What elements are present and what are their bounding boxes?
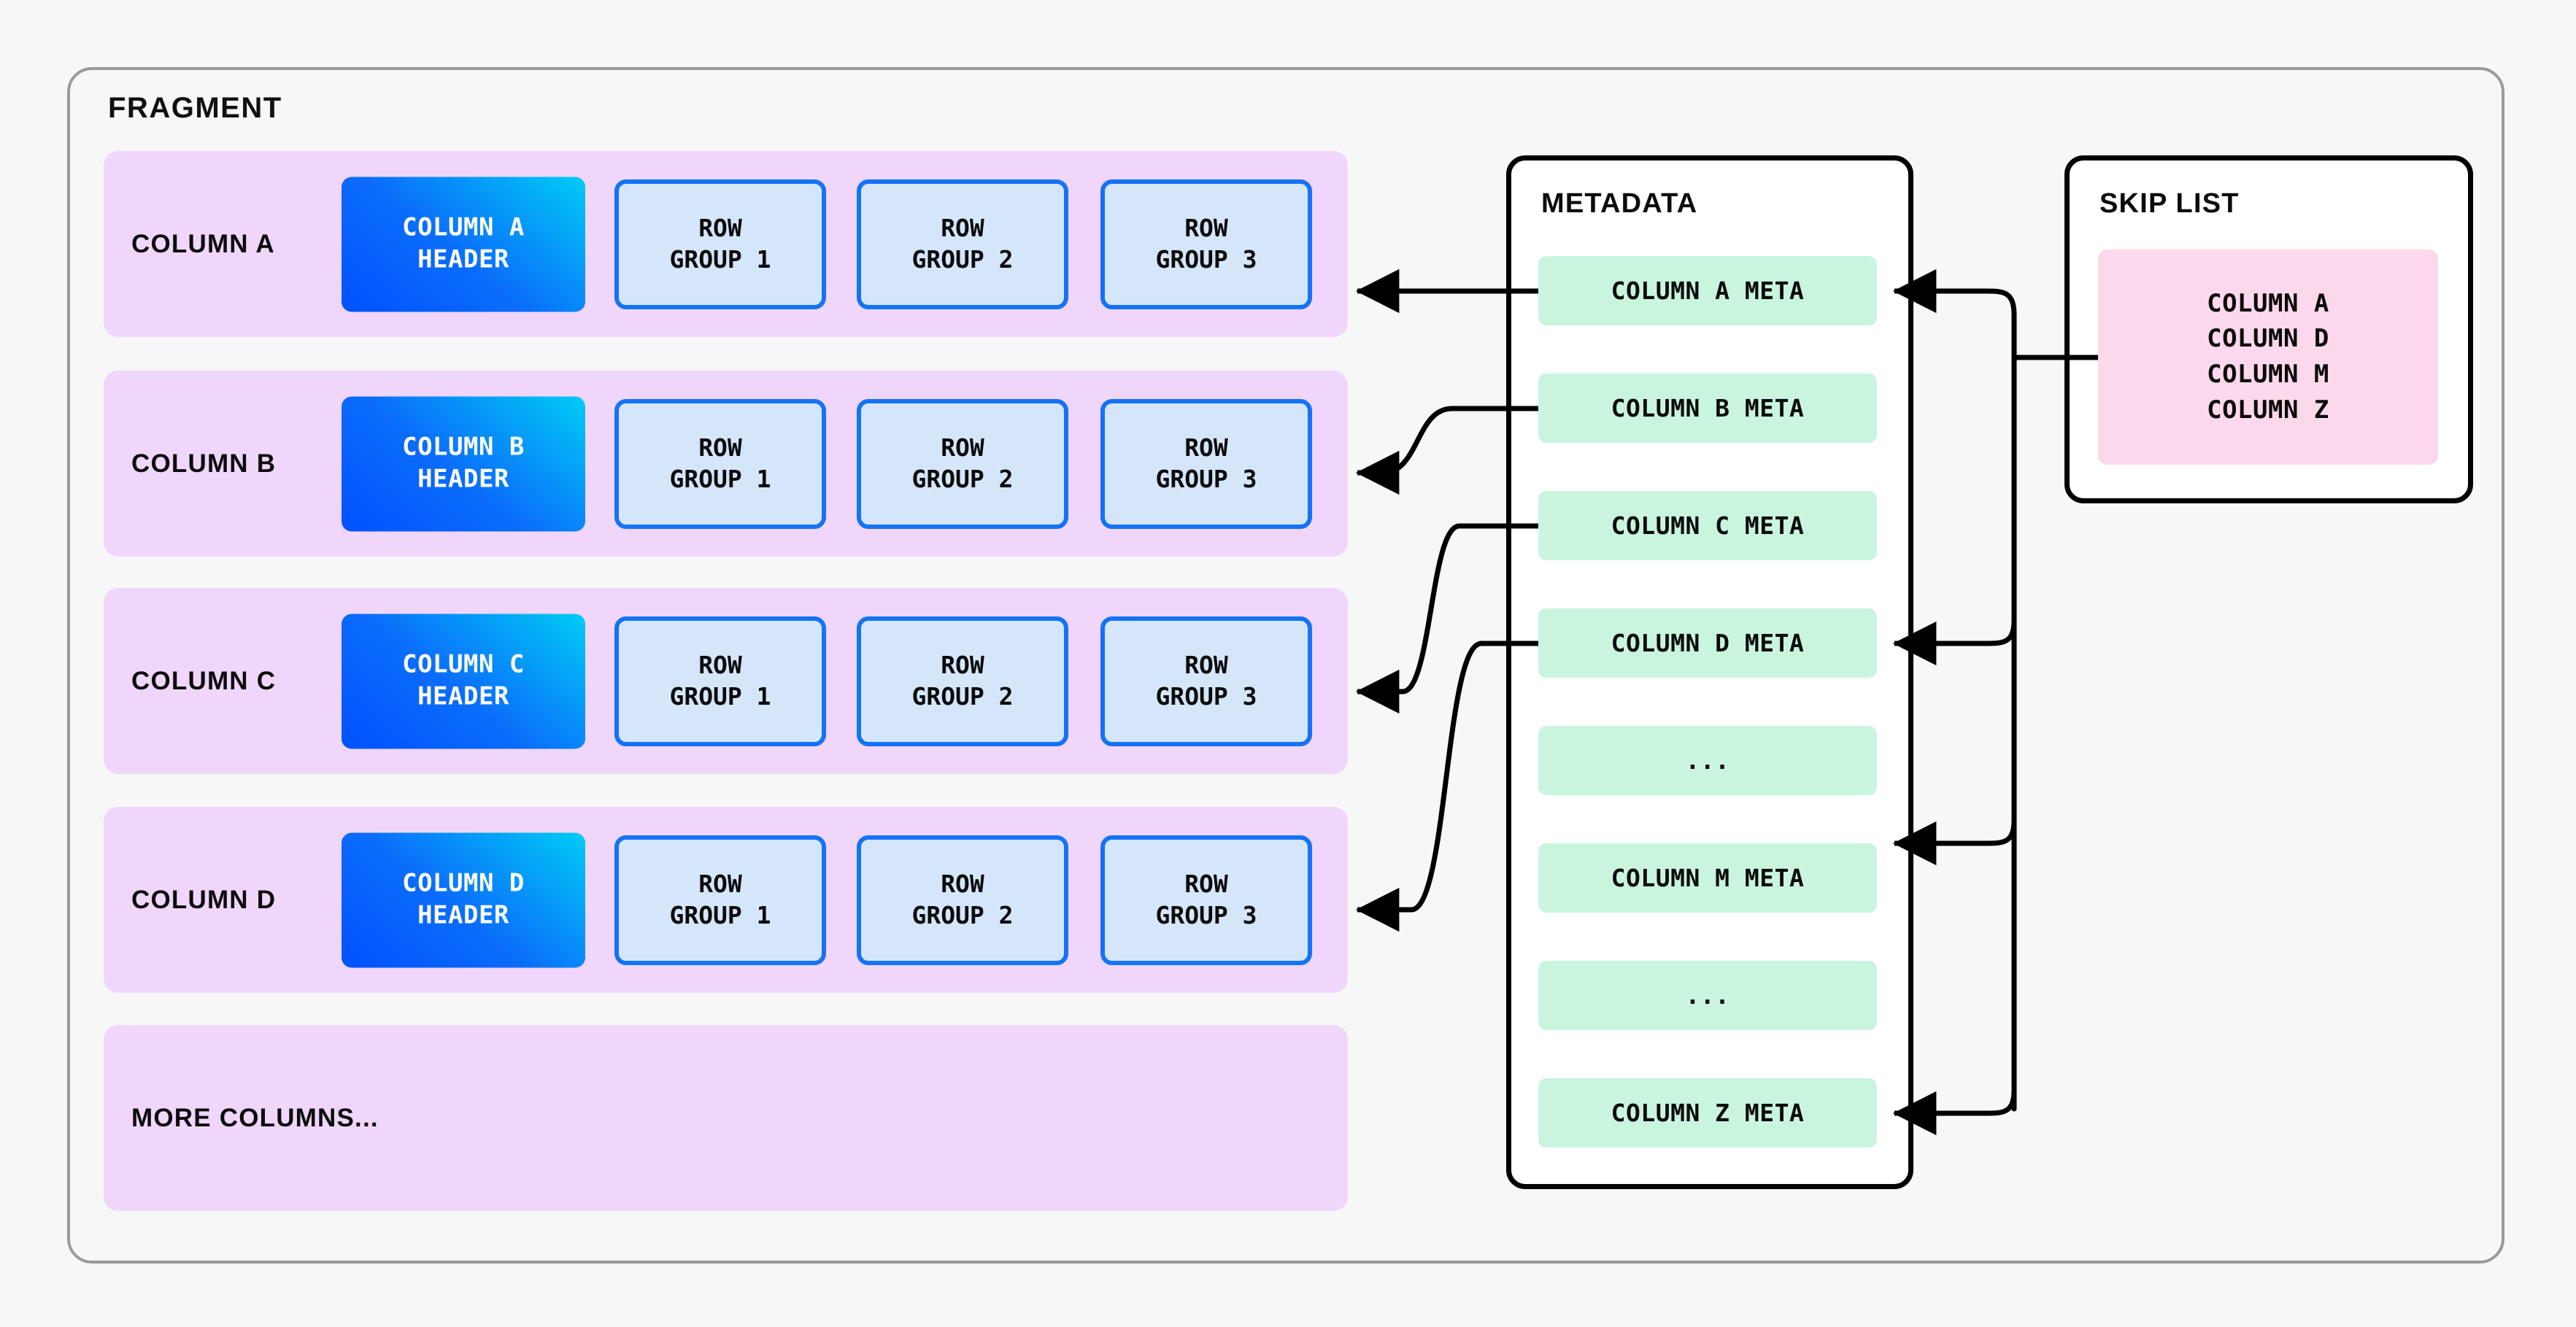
metadata-title: METADATA <box>1541 188 1698 219</box>
skip-list-entry-d[interactable]: COLUMN D <box>2207 324 2329 354</box>
column-row-label-c: COLUMN C <box>131 666 277 695</box>
metadata-item-column-m[interactable]: COLUMN M META <box>1538 843 1877 913</box>
skip-list-entries: COLUMN A COLUMN D COLUMN M COLUMN Z <box>2098 249 2438 465</box>
skip-list-entry-m[interactable]: COLUMN M <box>2207 360 2329 389</box>
column-row-label-b: COLUMN B <box>131 449 277 478</box>
fragment-title: FRAGMENT <box>108 92 282 124</box>
more-columns-row[interactable]: MORE COLUMNS... <box>104 1025 1348 1211</box>
metadata-item-ellipsis-1: ... <box>1538 726 1877 795</box>
skip-list-title: SKIP LIST <box>2099 188 2240 219</box>
metadata-item-column-c[interactable]: COLUMN C META <box>1538 491 1877 560</box>
metadata-item-column-a[interactable]: COLUMN A META <box>1538 256 1877 325</box>
metadata-item-column-b[interactable]: COLUMN B META <box>1538 374 1877 443</box>
more-columns-label: MORE COLUMNS... <box>131 1103 379 1132</box>
metadata-item-column-d[interactable]: COLUMN D META <box>1538 608 1877 678</box>
skip-list-entry-a[interactable]: COLUMN A <box>2207 288 2329 318</box>
column-row-label-d: COLUMN D <box>131 885 277 914</box>
metadata-item-column-z[interactable]: COLUMN Z META <box>1538 1078 1877 1148</box>
skip-list-entry-z[interactable]: COLUMN Z <box>2207 395 2329 425</box>
column-row-label-a: COLUMN A <box>131 229 275 258</box>
metadata-item-ellipsis-2: ... <box>1538 961 1877 1030</box>
